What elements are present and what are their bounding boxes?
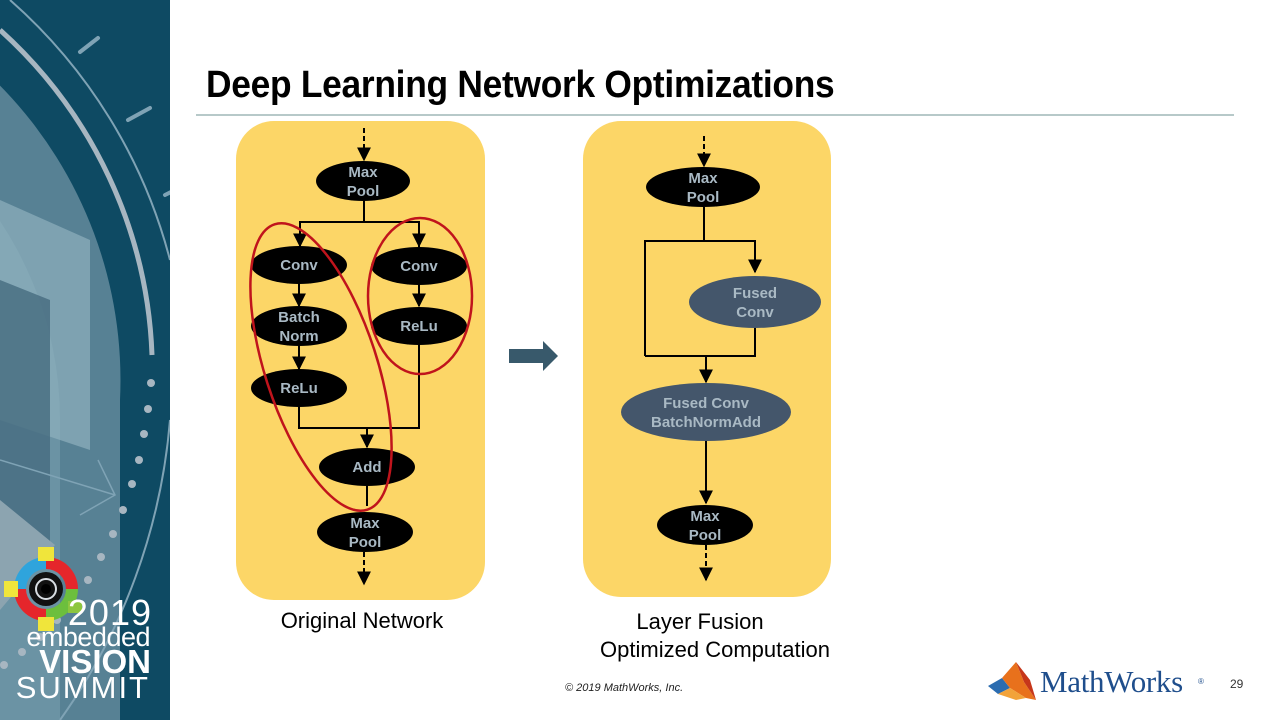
original-network-diagram: Max Pool Conv Batch Norm ReLu Conv ReLu … [236,121,485,600]
node-label: Conv [400,258,438,275]
node-label: Pool [349,534,382,551]
node-label: Pool [687,189,720,206]
node-add: Add [319,448,415,486]
node-label: BatchNormAdd [651,414,761,431]
node-label: Fused [733,285,777,302]
event-logo-icon [4,547,82,631]
copyright-notice: © 2019 MathWorks, Inc. [565,682,684,694]
mathworks-wordmark: MathWorks [1040,664,1183,699]
node-maxpool-bottom: Max Pool [317,512,413,552]
title-divider [196,114,1234,116]
node-relu-left: ReLu [251,369,347,407]
node-conv-left: Conv [251,246,347,284]
fused-network-diagram: Max Pool Fused Conv Fused Conv BatchNorm… [583,121,831,597]
node-batch-norm: Batch Norm [251,306,347,346]
highlight-group-right [366,216,474,376]
node-label: Norm [279,328,318,345]
node-label: ReLu [280,380,318,397]
node-label: Max [690,508,720,525]
node-maxpool-top: Max Pool [316,161,410,201]
slide-title: Deep Learning Network Optimizations [206,64,835,106]
sidebar-graphic [0,0,170,720]
registered-mark: ® [1198,677,1204,686]
edge [645,327,756,357]
node-relu-right: ReLu [371,307,467,345]
node-maxpool-bottom: Max Pool [657,505,753,545]
node-label: ReLu [400,318,438,335]
edge [644,240,756,356]
page-number: 29 [1230,677,1244,691]
node-label: Conv [736,304,774,321]
transform-arrow-icon [509,341,558,371]
node-label: Max [348,164,378,181]
event-sidebar: 2019 embedded VISION SUMMIT [0,0,170,720]
fused-network-caption-line1: Layer Fusion [636,609,764,634]
node-label: Batch [278,309,320,326]
event-name-line1: embedded [26,622,150,652]
node-fused-conv: Fused Conv [689,276,821,328]
node-label: Pool [689,527,722,544]
node-conv-right: Conv [371,247,467,285]
fused-network-caption-line2: Optimized Computation [600,637,830,662]
node-label: Max [350,515,380,532]
node-label: Pool [347,183,380,200]
node-label: Add [352,459,381,476]
event-year: 2019 [67,592,152,633]
event-name-line2: VISION [39,643,151,680]
node-label: Conv [280,257,318,274]
highlight-group-left [249,222,393,512]
mathworks-membrane-logo-icon [988,662,1036,700]
node-label: Fused Conv [663,395,749,412]
node-label: Max [688,170,718,187]
original-network-caption: Original Network [280,608,444,633]
edge [298,345,420,429]
event-name-line3: SUMMIT [15,670,150,705]
node-fused-conv-batchnorm-add: Fused Conv BatchNormAdd [621,383,791,441]
node-maxpool-top: Max Pool [646,167,760,207]
